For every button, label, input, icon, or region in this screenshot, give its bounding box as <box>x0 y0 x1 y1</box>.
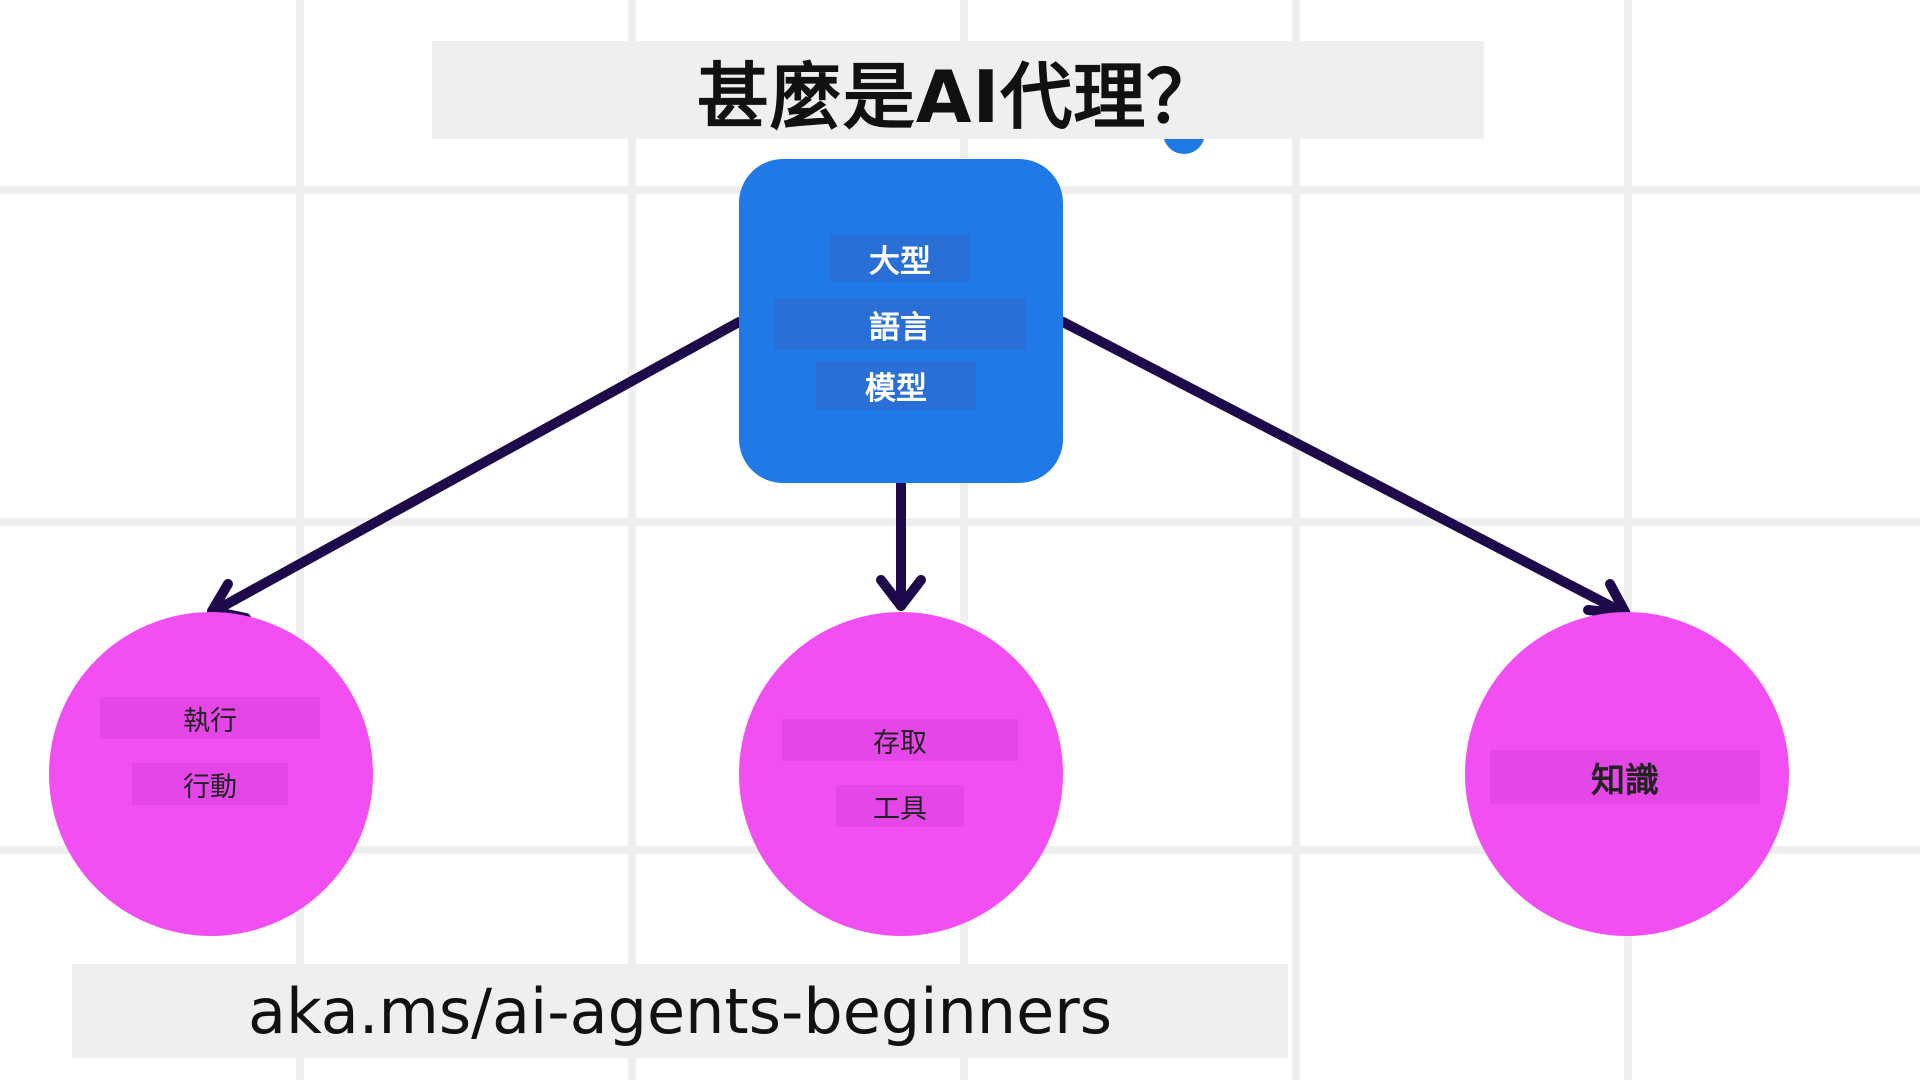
llm-label-line-3: 模型 <box>816 361 976 409</box>
arrowhead-middle <box>876 575 926 611</box>
grid-line <box>1624 0 1632 1080</box>
take-action-node: 執行 行動 <box>49 612 373 936</box>
grid-line <box>296 0 304 1080</box>
course-url[interactable]: aka.ms/ai-agents-beginners <box>247 974 1113 1048</box>
take-action-label-line-2: 行動 <box>132 763 288 805</box>
access-tools-node: 存取 工具 <box>739 612 1063 936</box>
llm-label-line-1: 大型 <box>830 235 970 281</box>
llm-label-line-2: 語言 <box>775 298 1025 350</box>
take-action-label-line-1: 執行 <box>100 697 320 739</box>
knowledge-node: 知識 <box>1465 612 1789 936</box>
page-title: 甚麼是AI代理？ <box>696 54 1220 139</box>
grid-line <box>0 518 1920 526</box>
title-banner: 甚麼是AI代理？ <box>432 41 1484 139</box>
grid-line <box>628 0 636 1080</box>
grid-line <box>1292 0 1300 1080</box>
access-tools-label-line-1: 存取 <box>782 719 1018 761</box>
url-banner: aka.ms/ai-agents-beginners <box>72 964 1288 1058</box>
arrow-to-left-node <box>213 317 744 614</box>
llm-node: 大型 語言 模型 <box>739 159 1063 483</box>
arrow-to-right-node <box>1058 317 1627 617</box>
access-tools-label-line-2: 工具 <box>836 785 964 827</box>
knowledge-label: 知識 <box>1490 750 1760 804</box>
grid-line <box>960 0 968 1080</box>
